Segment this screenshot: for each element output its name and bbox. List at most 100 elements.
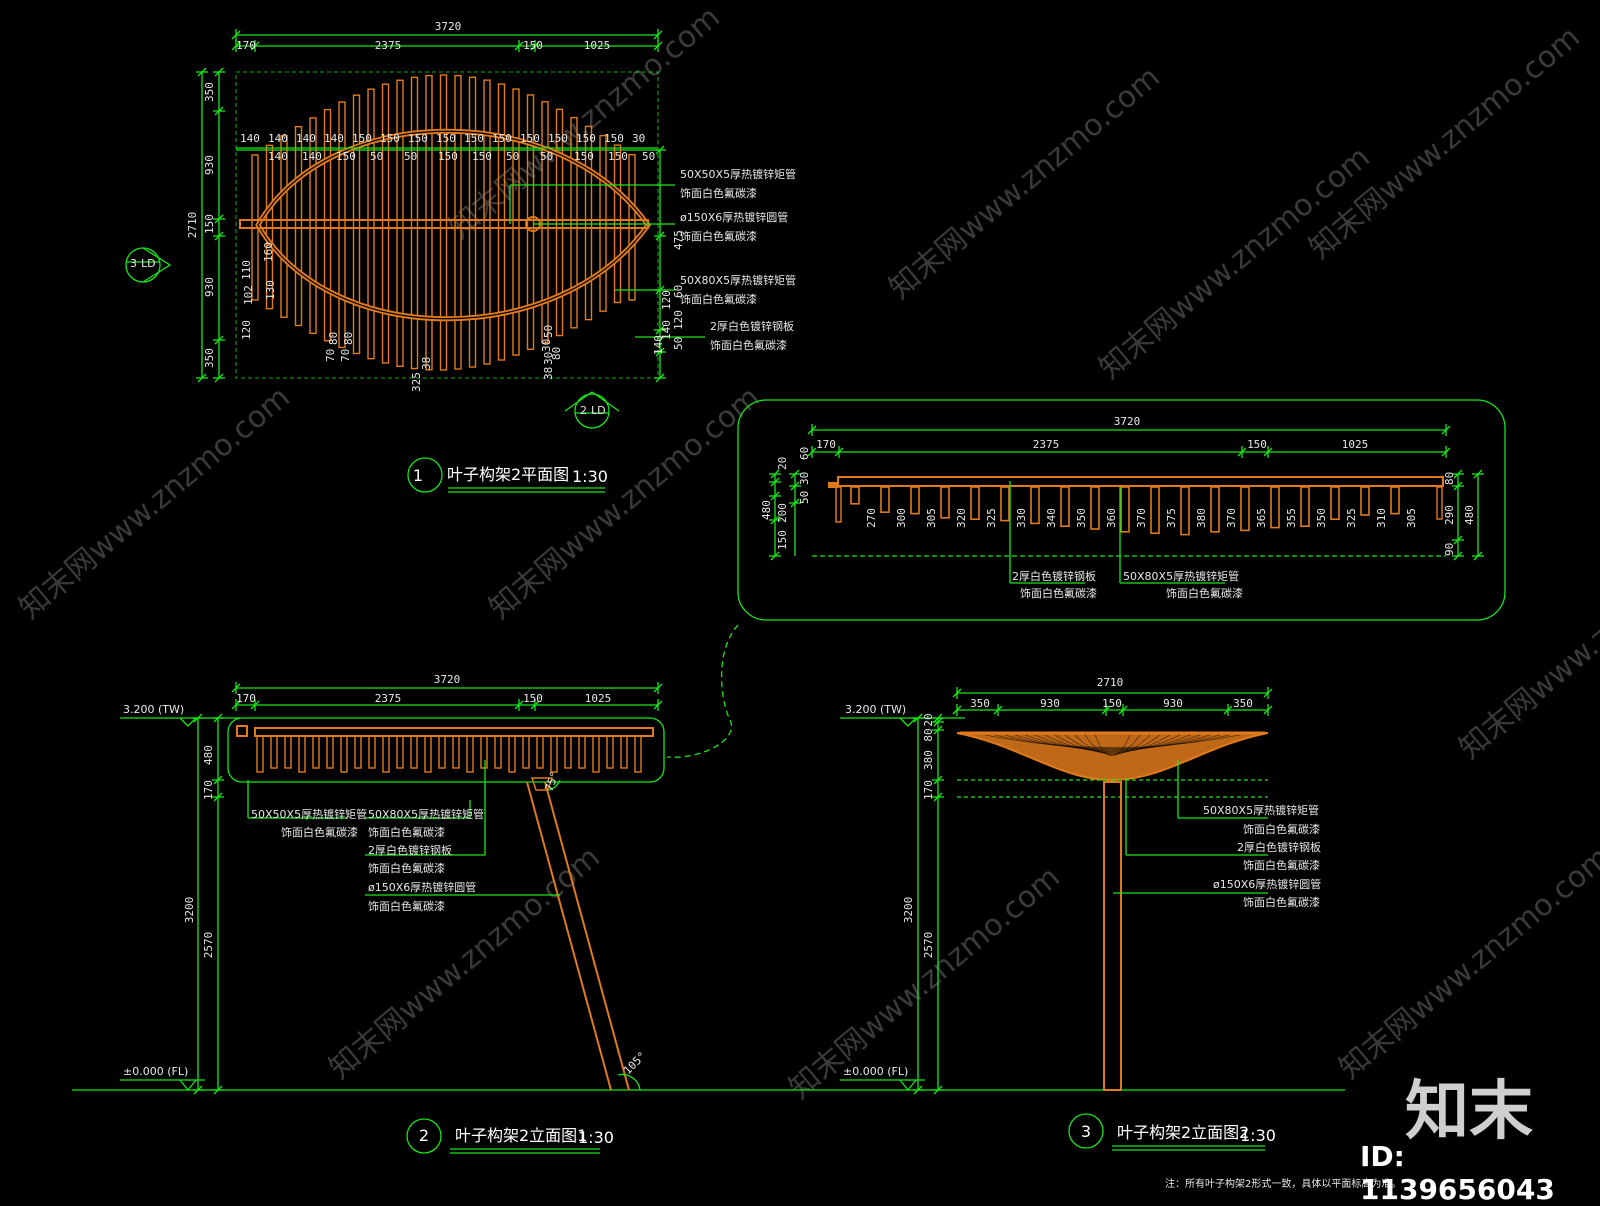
plan-slat (309, 117, 317, 335)
plan-left-part-2: 930 (203, 155, 216, 175)
plan-spacing-label: 150 (520, 132, 540, 145)
detail-member-label: 310 (1375, 508, 1388, 528)
detail-hanging-member (1090, 486, 1100, 530)
plan-slat (526, 94, 535, 350)
plan-callout-2-suffix: LD (591, 404, 606, 417)
plan-slat (381, 83, 390, 364)
elev2-dim-170: 170 (922, 780, 935, 800)
plan-slat (468, 76, 477, 368)
elev1-hanging-member (452, 735, 460, 769)
watermark-text: 知末网www.znzmo.com (883, 60, 1167, 306)
elev2-note-1b: 饰面白色氟碳漆 (1243, 822, 1320, 836)
elevation-2 (840, 687, 1273, 1151)
elev1-hanging-member (382, 735, 390, 773)
plan-callout-3-suffix: LD (141, 257, 156, 270)
plan-side-label: 70 (324, 349, 337, 362)
elev2-dim-20: 20 (922, 713, 935, 726)
detail-top-part-2: 2375 (1033, 438, 1060, 451)
plan-note-2b: 饰面白色氟碳漆 (680, 229, 757, 243)
elev2-level-top-marker (899, 717, 917, 727)
elev2-title: 叶子构架2立面图2 (1117, 1123, 1249, 1142)
elev2-top-part-5: 350 (1233, 697, 1253, 710)
plan-side-label: 50 (672, 337, 685, 350)
elev2-dim-380: 380 (922, 750, 935, 770)
elev1-title-circle (406, 1118, 442, 1154)
plan-slat (512, 88, 520, 356)
elev2-bowl-rib (994, 734, 1231, 749)
plan-spacing-label-2: 50 (642, 150, 655, 163)
elev1-angle-arc2 (617, 1073, 641, 1091)
elev1-level-top-marker (179, 717, 197, 727)
plan-side-label: 80 (550, 347, 563, 360)
plan-spacing-label: 150 (436, 132, 456, 145)
plan-title-scale: 1:30 (572, 467, 608, 486)
plan-side-label: 325 (410, 372, 423, 392)
detail-connector (666, 624, 739, 758)
elev1-angle-top: 75° (543, 770, 562, 793)
plan-callout-2-number: 2 (580, 404, 587, 417)
elev1-top-beam (254, 727, 654, 737)
plan-slat (555, 108, 564, 337)
detail-hanging-member (1360, 486, 1370, 516)
elev1-note-3a: 2厚白色镀锌钢板 (368, 843, 452, 857)
elev1-hanging-member (592, 735, 600, 773)
plan-side-label: 120 (240, 320, 253, 340)
plan-side-label: 102 (242, 285, 255, 305)
detail-end-cap (828, 482, 838, 488)
detail-member-label: 355 (1285, 508, 1298, 528)
plan-spacing-label-2: 150 (574, 150, 594, 163)
plan-spacing-label-2: 150 (608, 150, 628, 163)
elev1-note-3b: 饰面白色氟碳漆 (368, 861, 445, 875)
elev1-title-number: 2 (419, 1126, 429, 1145)
plan-spacing-label-2: 50 (506, 150, 519, 163)
plan-note-2a: ø150X6厚热镀锌圆管 (680, 210, 788, 224)
detail-member-label: 325 (1345, 508, 1358, 528)
elev2-bowl-rib (1004, 734, 1221, 750)
elevation-1 (72, 682, 1345, 1154)
detail-member-label: 370 (1225, 508, 1238, 528)
plan-slat (454, 74, 462, 370)
plan-top-part-2: 2375 (375, 39, 402, 52)
detail-member-label: 270 (865, 508, 878, 528)
elev1-note-4b: 饰面白色氟碳漆 (368, 899, 445, 913)
plan-slat (570, 116, 578, 329)
detail-top-part-1: 170 (816, 438, 836, 451)
elev1-hanging-member (564, 735, 572, 769)
watermark-text: 知末网www.znzmo.com (323, 840, 607, 1086)
elev1-canopy-outline (227, 717, 665, 783)
plan-spacing-label-2: 150 (472, 150, 492, 163)
plan-title: 叶子构架2平面图 (447, 465, 569, 484)
elev1-level-bottom: ±0.000 (FL) (123, 1065, 188, 1078)
detail-top-plate (837, 476, 1444, 487)
plan-slat (338, 101, 346, 349)
elev1-hanging-member (424, 735, 432, 773)
plan-note-4a: 2厚白色镀锌钢板 (710, 319, 794, 333)
detail-note-2b: 饰面白色氟碳漆 (1166, 586, 1243, 600)
elev2-title-number: 3 (1081, 1122, 1091, 1141)
watermark-text: 知末网www.znzmo.com (1303, 20, 1587, 266)
plan-spacing-label: 30 (632, 132, 645, 145)
elev1-note-4a: ø150X6厚热镀锌圆管 (368, 880, 476, 894)
plan-side-label: 30 (542, 352, 555, 365)
elev1-end-cap (236, 725, 248, 737)
elev1-note-1a: 50X50X5厚热镀锌矩管 (251, 807, 367, 821)
elev1-dim-170: 170 (202, 780, 215, 800)
detail-hanging-member (1210, 486, 1220, 533)
elev1-top-part-4: 1025 (585, 692, 612, 705)
plan-slat (497, 83, 506, 361)
detail-top-part-4: 1025 (1342, 438, 1369, 451)
detail-member-label: 350 (1315, 508, 1328, 528)
elev2-note-3b: 饰面白色氟碳漆 (1243, 895, 1320, 909)
plan-callout-2-arrow (564, 391, 620, 414)
elev1-hanging-member (578, 735, 586, 769)
plan-spacing-label-2: 140 (268, 150, 288, 163)
detail-hanging-member (1150, 486, 1160, 535)
plan-slat (439, 74, 448, 371)
elev2-bowl-rib (1024, 734, 1201, 751)
elev2-title-scale: 1:30 (1240, 1126, 1276, 1145)
plan-left-part-3: 150 (203, 214, 216, 234)
elev1-top-part-3: 150 (523, 692, 543, 705)
elev2-dim-2570: 2570 (922, 932, 935, 959)
